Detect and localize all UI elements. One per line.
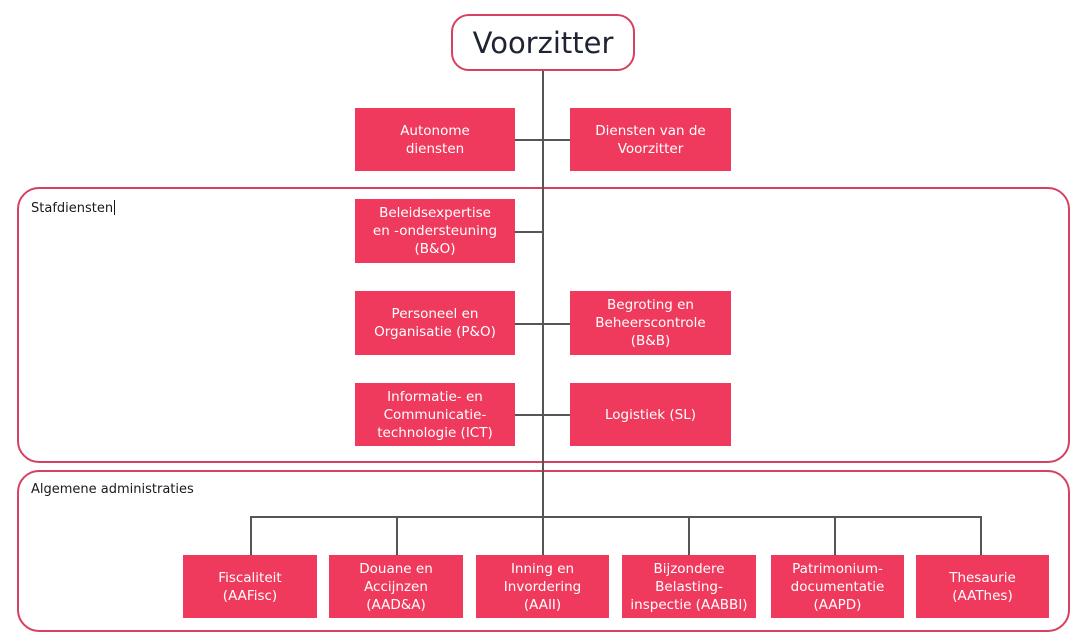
connector-autonome: [515, 139, 571, 141]
voorzitter-label: Voorzitter: [472, 25, 614, 60]
po-box[interactable]: Personeel en Organisatie (P&O): [355, 291, 515, 355]
aafisc-box[interactable]: Fiscaliteit (AAFisc): [183, 555, 317, 618]
ict-label: Informatie- en Communicatie- technologie…: [377, 388, 493, 441]
text-cursor: [114, 200, 116, 215]
drop-connector-4: [688, 516, 690, 556]
aapd-box[interactable]: Patrimonium- documentatie (AAPD): [771, 555, 904, 618]
drop-connector-6: [980, 516, 982, 556]
main-vertical-connector: [542, 70, 544, 518]
connector-po-bb: [515, 323, 571, 325]
sl-label: Logistiek (SL): [605, 406, 696, 423]
aaii-box[interactable]: Inning en Invordering (AAII): [476, 555, 609, 618]
bo-box[interactable]: Beleidsexpertise en -ondersteuning (B&O): [355, 199, 515, 263]
bb-box[interactable]: Begroting en Beheerscontrole (B&B): [570, 291, 731, 355]
drop-connector-5: [834, 516, 836, 556]
autonome-diensten-box[interactable]: Autonome diensten: [355, 108, 515, 171]
aathes-box[interactable]: Thesaurie (AAThes): [916, 555, 1049, 618]
stafdiensten-title: Stafdiensten: [31, 200, 116, 216]
algemene-administraties-title: Algemene administraties: [31, 482, 194, 497]
po-label: Personeel en Organisatie (P&O): [374, 306, 496, 340]
aapd-label: Patrimonium- documentatie (AAPD): [790, 560, 885, 613]
diensten-voorzitter-box[interactable]: Diensten van de Voorzitter: [570, 108, 731, 171]
aaii-label: Inning en Invordering (AAII): [503, 560, 582, 613]
voorzitter-box[interactable]: Voorzitter: [451, 14, 635, 71]
horizontal-bus-connector: [250, 516, 982, 518]
drop-connector-1: [250, 516, 252, 556]
bo-label: Beleidsexpertise en -ondersteuning (B&O): [372, 205, 498, 257]
stafdiensten-title-text: Stafdiensten: [31, 201, 114, 216]
drop-connector-2: [396, 516, 398, 556]
autonome-diensten-label: Autonome diensten: [400, 122, 470, 157]
ict-box[interactable]: Informatie- en Communicatie- technologie…: [355, 383, 515, 446]
connector-bo: [515, 231, 543, 233]
diensten-voorzitter-label: Diensten van de Voorzitter: [595, 122, 706, 157]
aathes-label: Thesaurie (AAThes): [949, 569, 1016, 604]
aada-label: Douane en Accijnzen (AAD&A): [359, 560, 433, 613]
aada-box[interactable]: Douane en Accijnzen (AAD&A): [329, 555, 463, 618]
aabbi-label: Bijzondere Belasting- inspectie (AABBI): [630, 560, 748, 613]
drop-connector-3: [542, 516, 544, 556]
sl-box[interactable]: Logistiek (SL): [570, 383, 731, 446]
bb-label: Begroting en Beheerscontrole (B&B): [595, 297, 706, 349]
aafisc-label: Fiscaliteit (AAFisc): [218, 569, 282, 604]
aabbi-box[interactable]: Bijzondere Belasting- inspectie (AABBI): [622, 555, 756, 618]
connector-ict-sl: [515, 414, 571, 416]
